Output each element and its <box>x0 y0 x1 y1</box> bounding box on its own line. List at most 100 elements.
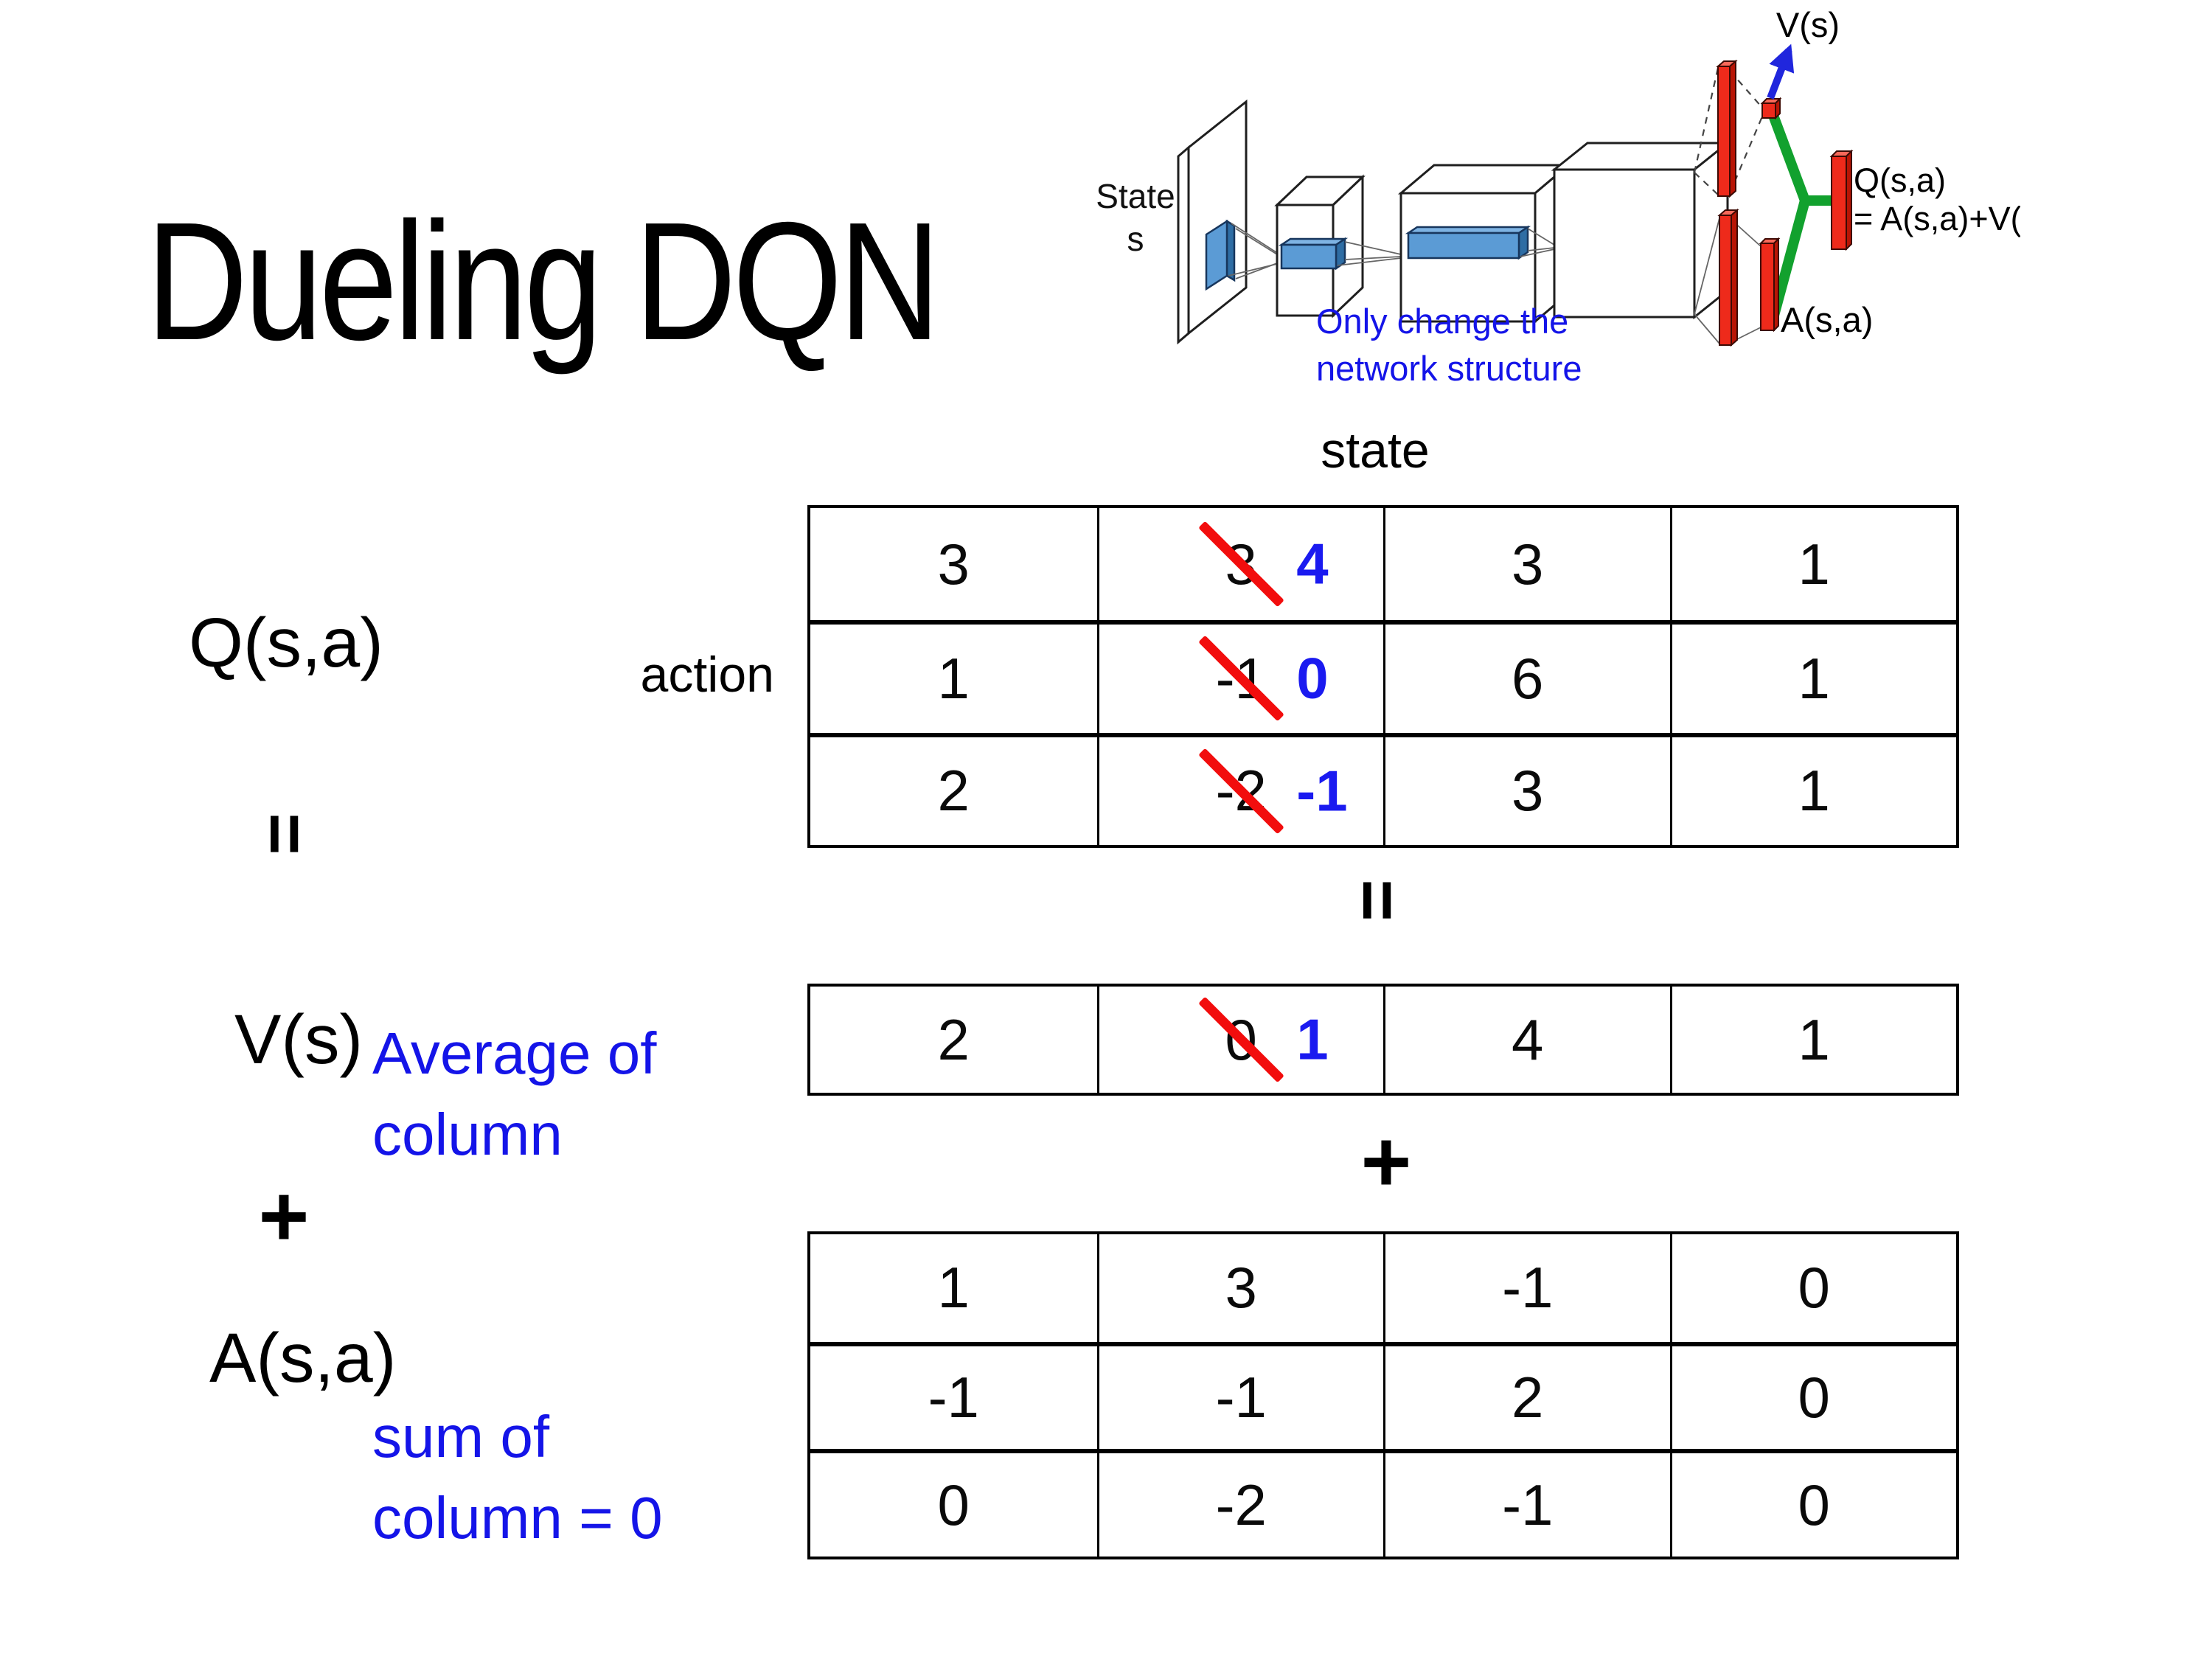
slide-title: Dueling DQN <box>146 188 941 375</box>
q-cell-1-3: 1 <box>1669 620 1956 733</box>
cell-value: 3 <box>1512 531 1544 597</box>
a-cell-2-0: 0 <box>810 1449 1097 1557</box>
plus-sign-left: + <box>258 1168 310 1265</box>
q-cell-1-2: 6 <box>1383 620 1670 733</box>
equals-glyph: = <box>245 813 327 855</box>
old-value: 3 <box>1198 521 1285 608</box>
corrected-value: 4 <box>1296 531 1329 597</box>
a-cell-1-1: -1 <box>1096 1341 1383 1450</box>
diagram-note-line1: Only change the <box>1316 302 1568 341</box>
q-cell-1-0: 1 <box>810 620 1097 732</box>
input-plane-side <box>1177 145 1190 345</box>
a-output-label: A(s,a) <box>1781 300 1873 339</box>
cell-value: 2 <box>1512 1364 1544 1430</box>
state-input-label: State <box>1096 177 1175 215</box>
q-cell-0-2: 3 <box>1383 508 1670 621</box>
a-cell-0-2: -1 <box>1383 1234 1670 1342</box>
cell-value: 1 <box>937 1255 970 1321</box>
cell-value: -2 <box>1215 1472 1267 1537</box>
v-cell-3: 1 <box>1669 987 1957 1093</box>
cell-value: 0 <box>1798 1472 1830 1537</box>
fan-lines-2 <box>1520 228 1555 257</box>
cell-value: 1 <box>1798 758 1830 824</box>
cell-value: -1 <box>1502 1472 1554 1537</box>
network-diagram: State s Only change the network structur… <box>1096 5 2020 388</box>
sum-note: sum of column = 0 <box>372 1397 663 1559</box>
average-note-line2: column <box>372 1102 563 1168</box>
conv-box-1 <box>1274 174 1366 319</box>
a-cell-1-2: 2 <box>1383 1341 1670 1450</box>
v-cell-1: 0 1 <box>1096 987 1384 1093</box>
q-cell-2-0: 2 <box>810 732 1097 845</box>
action-header: action <box>640 647 774 703</box>
sum-note-line2: column = 0 <box>372 1485 663 1551</box>
a-table: 1 3 -1 0 -1 -1 2 0 0 -2 -1 0 <box>807 1231 1959 1559</box>
fc-bar-advantage-stream <box>1717 208 1739 347</box>
v-output-label: V(s) <box>1776 5 1840 44</box>
cell-value: 3 <box>1512 758 1544 824</box>
average-note: Average of column <box>372 1013 656 1176</box>
a-cell-1-3: 0 <box>1669 1341 1956 1450</box>
feature-bar-1 <box>1278 237 1349 271</box>
a-label: A(s,a) <box>209 1319 397 1397</box>
filter-fan-lines <box>1228 223 1284 279</box>
conv-filter-side <box>1225 219 1236 282</box>
corrected-value: 0 <box>1296 645 1329 711</box>
equals-sign-mid: = <box>1338 869 1419 931</box>
cell-value: 2 <box>937 1006 970 1072</box>
q-cell-0-1: 3 4 <box>1096 508 1384 621</box>
old-value: 0 <box>1198 996 1285 1083</box>
q-cell-2-1: -2 -1 <box>1096 732 1383 845</box>
fc-bar-value-stream <box>1716 59 1738 198</box>
cell-value: 1 <box>937 645 970 711</box>
diagram-note-line2: network structure <box>1316 349 1582 388</box>
corrected-value: 1 <box>1296 1006 1329 1072</box>
plus-sign-mid: + <box>1360 1113 1412 1211</box>
v-table: 2 0 1 4 1 <box>807 984 1959 1096</box>
a-cell-0-3: 0 <box>1669 1234 1957 1342</box>
v-cell-0: 2 <box>810 987 1097 1093</box>
a-cell-0-1: 3 <box>1096 1234 1384 1342</box>
conv-filter-front <box>1205 219 1228 291</box>
cell-value: 0 <box>937 1472 970 1537</box>
flatten-box <box>1551 140 1731 320</box>
input-plane-front <box>1187 99 1248 336</box>
cell-value: 3 <box>1225 1255 1257 1321</box>
equals-glyph: = <box>1338 879 1419 922</box>
state-input-label-s: s <box>1127 220 1144 258</box>
q-cell-0-3: 1 <box>1669 508 1957 621</box>
v-node <box>1760 97 1782 120</box>
old-value: -2 <box>1198 748 1285 835</box>
a-cell-2-3: 0 <box>1669 1449 1956 1557</box>
average-note-line1: Average of <box>372 1020 657 1086</box>
cell-value: 1 <box>1798 645 1830 711</box>
cell-value: -1 <box>1215 1364 1267 1430</box>
q-output-label-line1: Q(s,a) <box>1854 161 1946 199</box>
merge-connector <box>1767 112 1837 319</box>
cell-value: -1 <box>928 1364 979 1430</box>
cell-value: 2 <box>937 758 970 824</box>
a-cell-2-1: -2 <box>1096 1449 1383 1557</box>
v-arrow <box>1767 44 1795 100</box>
cell-value: 4 <box>1512 1006 1544 1072</box>
q-output-label-line2: = A(s,a)+V(s) <box>1854 200 2020 237</box>
fan-lines-1 <box>1337 241 1402 266</box>
cell-value: 3 <box>937 531 970 597</box>
old-value: -1 <box>1198 636 1285 722</box>
v-label: V(s) <box>234 1001 364 1079</box>
cell-value: -1 <box>1502 1255 1554 1321</box>
cell-value: 0 <box>1798 1364 1830 1430</box>
equals-sign-left: = <box>246 803 327 865</box>
q-cell-1-1: -1 0 <box>1096 620 1383 733</box>
q-table: 3 3 4 3 1 1 -1 0 6 1 2 -2 -1 3 1 <box>807 505 1959 848</box>
cell-value: 0 <box>1798 1255 1830 1321</box>
a-cell-2-2: -1 <box>1383 1449 1670 1557</box>
a-bar <box>1759 237 1781 333</box>
cell-value: 6 <box>1512 645 1544 711</box>
q-label: Q(s,a) <box>189 604 383 682</box>
sum-note-line1: sum of <box>372 1404 550 1470</box>
q-output-bar <box>1829 149 1854 251</box>
q-cell-2-3: 1 <box>1669 732 1956 845</box>
a-cell-1-0: -1 <box>810 1341 1097 1450</box>
